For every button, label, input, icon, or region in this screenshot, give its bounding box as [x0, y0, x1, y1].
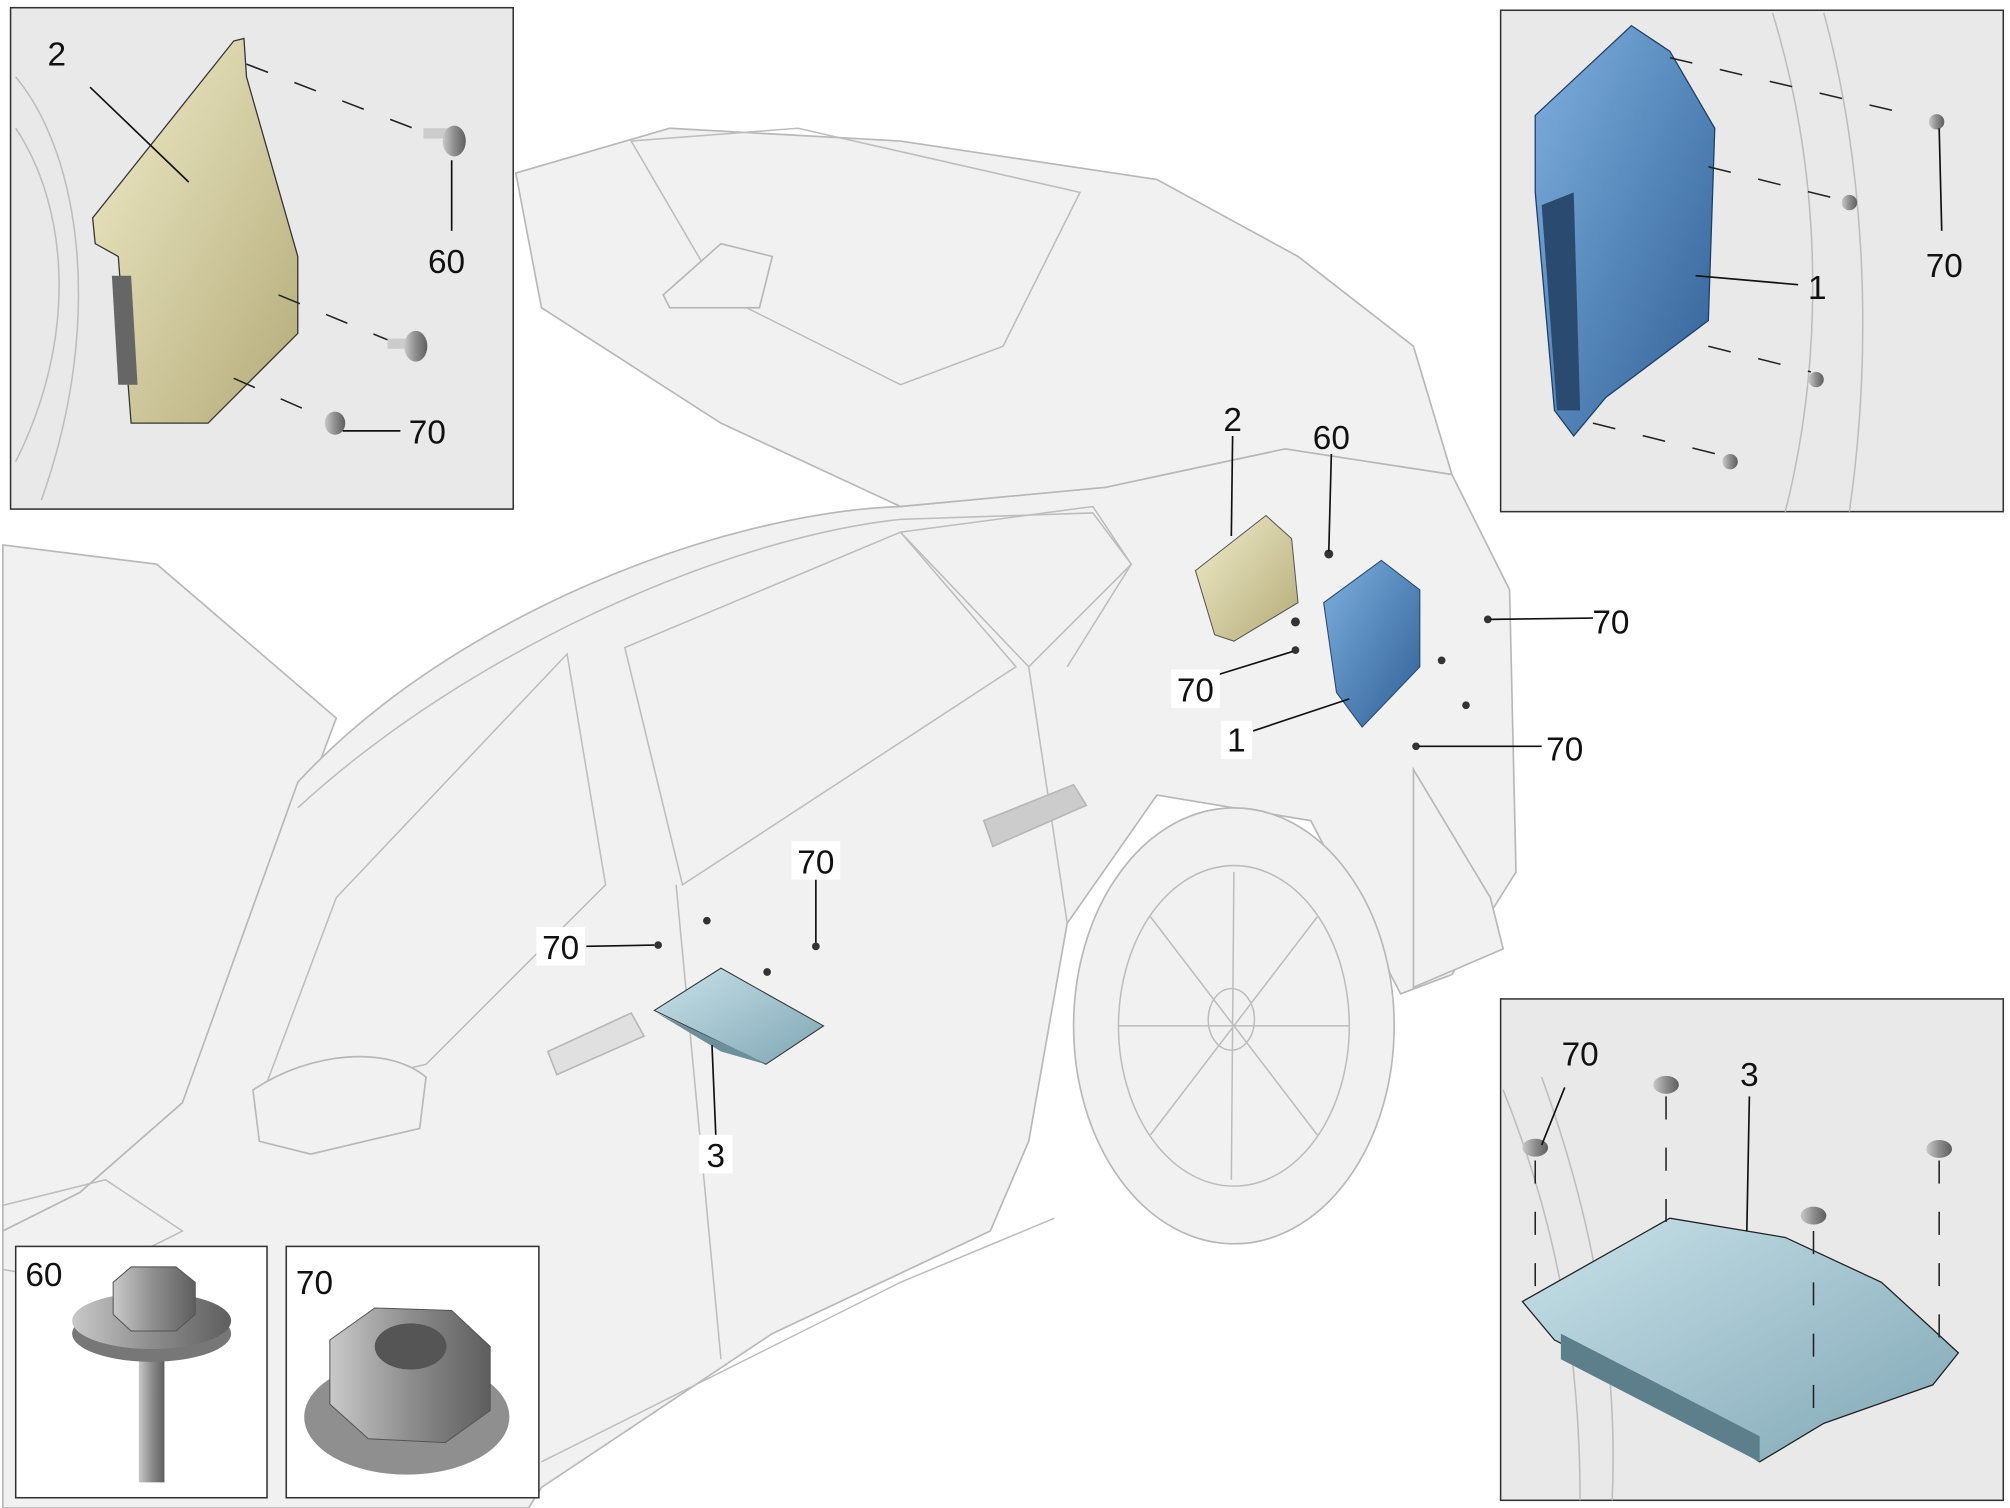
callout-main-3: 3	[699, 1134, 733, 1175]
callout-label: 60	[1313, 420, 1350, 457]
nut-icon	[1808, 371, 1824, 388]
callout-main-70: 70	[1546, 731, 1583, 768]
callout-main-70: 70	[1171, 669, 1220, 709]
callouts-main: 2 60 70 70 1 70 70 70 3	[536, 402, 1629, 1175]
nut-markers-main	[654, 549, 1492, 976]
inset-bolt-60: 60	[14, 1245, 268, 1499]
nut-icon	[1800, 1206, 1827, 1225]
nut-icon	[324, 411, 346, 435]
callout-label-3: 3	[1740, 1057, 1759, 1094]
callout-label-60: 60	[25, 1257, 62, 1294]
callout-label-70: 70	[1562, 1037, 1599, 1074]
callout-label: 70	[797, 844, 834, 881]
inset-nut-70: 70	[285, 1245, 540, 1499]
callout-label-70: 70	[1926, 248, 1963, 285]
bolt-icon	[72, 1266, 232, 1483]
callout-label-60: 60	[428, 244, 465, 281]
nut-icon	[1926, 1139, 1952, 1158]
nut-icon	[304, 1307, 510, 1475]
nut-icon	[1722, 453, 1738, 470]
nut-icon	[1928, 114, 1945, 130]
nut-icon	[1522, 1138, 1549, 1157]
bolt-icon	[387, 330, 428, 362]
callout-label-70: 70	[296, 1265, 333, 1302]
callout-label: 1	[1227, 722, 1246, 759]
inset-control-unit-3: 70 3	[1499, 998, 2005, 1502]
callout-label-2: 2	[47, 36, 66, 73]
callout-main-60: 60	[1313, 420, 1350, 457]
callout-label: 3	[707, 1138, 726, 1175]
callout-main-70: 70	[536, 927, 586, 967]
control-unit-1-main	[1323, 559, 1421, 728]
control-unit-2-main	[1194, 514, 1299, 642]
inset-control-unit-2: 2 60 70	[9, 6, 515, 510]
callout-label-70: 70	[409, 415, 446, 452]
callout-label-1: 1	[1808, 270, 1827, 307]
inset-control-unit-1: 1 70	[1499, 9, 2005, 513]
nut-icon	[1841, 194, 1858, 211]
bolt-icon	[423, 125, 466, 157]
callout-label: 70	[1546, 731, 1583, 768]
callout-main-70: 70	[1592, 604, 1629, 641]
nut-icon	[1653, 1075, 1679, 1094]
callout-main-1: 1	[1221, 720, 1252, 759]
callout-label: 70	[542, 930, 579, 967]
callout-label: 2	[1223, 402, 1242, 439]
control-unit-3-main	[653, 967, 825, 1065]
car-body-illustration	[2, 127, 1517, 1508]
callout-label: 70	[1592, 604, 1629, 641]
callout-main-2: 2	[1223, 402, 1242, 439]
callout-label: 70	[1177, 672, 1214, 709]
callout-main-70: 70	[791, 841, 841, 881]
